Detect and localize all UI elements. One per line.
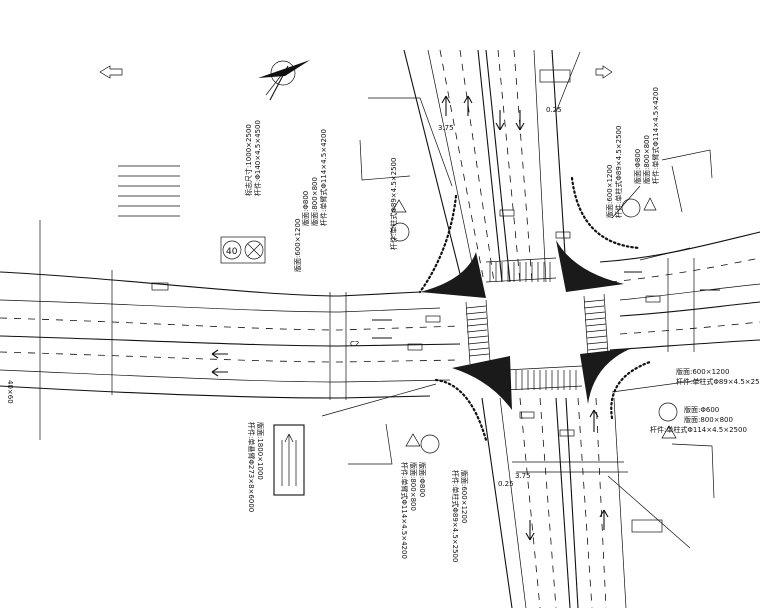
- annot-ne-line4: 版面:800×800: [642, 135, 651, 184]
- side-distance-annotation: 40×60: [6, 380, 14, 404]
- annot-n-line3: 杆件:单臂式Φ114×4.5×4200: [319, 129, 328, 226]
- side-distance-label: 40×60: [6, 380, 14, 404]
- south-lane-width-label: 3.75: [515, 472, 531, 480]
- ne-sign-annotation: 版面:600×1200 杆件:单柱式Φ89×4.5×2500: [605, 126, 623, 218]
- annot-s-line4: 版面:800×800: [409, 462, 418, 511]
- annot-n-line2: 版面:800×800: [310, 177, 319, 226]
- south-road: 3.75 0.25: [481, 397, 663, 608]
- se-sign-annotation: 版面:600×1200 杆件:单柱式Φ89×4.5×2500 版面:Φ600 版…: [650, 367, 760, 434]
- annot-se-line1: 版面:600×1200: [676, 367, 729, 376]
- annot-nw-line2: 杆件:Φ140×4.5×4500: [253, 120, 262, 196]
- overhead-guide-sign: [273, 424, 305, 496]
- speed-limit-value: 40: [226, 247, 238, 257]
- nw-sign-annotation: 标志尺寸:1000×2500 杆件:Φ140×4.5×4500: [244, 120, 262, 196]
- nw-panel-annotation: 版面:600×1200: [293, 219, 302, 272]
- intersection-core: C2: [350, 176, 661, 442]
- annot-sw-line2: 杆件:单悬臂Φ273×8×6000: [247, 422, 256, 512]
- north-road: 3.75 0.25: [403, 49, 571, 283]
- crosswalk-north: [485, 257, 557, 283]
- annot-se-line5: 杆件:单柱式Φ114×4.5×2500: [650, 425, 747, 434]
- south-edge-offset-label: 0.25: [498, 480, 514, 488]
- c2-marker: C2: [350, 340, 359, 348]
- annot-ne-line2: 杆件:单柱式Φ89×4.5×2500: [614, 126, 623, 218]
- edge-offset-label: 0.25: [546, 106, 562, 114]
- se-corner-island: [580, 348, 632, 404]
- west-road: [0, 220, 461, 440]
- sw-corner-island: [452, 356, 512, 410]
- parking-bays: [118, 165, 180, 217]
- crosswalk-west: [465, 299, 491, 365]
- ne-corner-island: [556, 240, 624, 292]
- annot-ne-line5: 杆件:单臂式Φ114×4.5×4200: [651, 87, 660, 184]
- sign-posts: [348, 139, 715, 499]
- s-sign-annotation: 版面:600×1200 杆件:单柱式Φ89×4.5×2500: [451, 470, 469, 562]
- annot-nw-line3: 版面:600×1200: [293, 219, 302, 272]
- crosswalk-south: [505, 365, 583, 391]
- annot-sw-line1: 版面:1800×1000: [256, 422, 265, 480]
- nw-post-annotation: 杆件:单柱式Φ89×4.5×2500: [389, 158, 398, 250]
- north-arrow-icon: [258, 60, 310, 101]
- annot-ne-line3: 版面:Φ800: [633, 149, 642, 184]
- annot-n-line1: 版面:Φ800: [301, 191, 310, 226]
- n-sign-annotation: 版面:Φ800 版面:800×800 杆件:单臂式Φ114×4.5×4200: [301, 129, 328, 226]
- annot-nw-line1: 标志尺寸:1000×2500: [244, 124, 253, 196]
- annot-s-line1: 版面:600×1200: [460, 470, 469, 523]
- nw-corner-island: [420, 252, 486, 298]
- leader-lines: [321, 51, 701, 549]
- right-direction-arrow-icon: [595, 65, 613, 79]
- s-sign-annotation-2: 版面:Φ800 版面:800×800 杆件:单臂式Φ114×4.5×4200: [400, 462, 427, 559]
- crosswalk-east: [583, 293, 609, 357]
- annot-se-line3: 版面:Φ600: [684, 405, 719, 414]
- annot-s-line2: 杆件:单柱式Φ89×4.5×2500: [451, 470, 460, 562]
- annot-s-line3: 版面:Φ800: [418, 462, 427, 497]
- annot-s-line5: 杆件:单臂式Φ114×4.5×4200: [400, 462, 409, 559]
- annot-se-line4: 版面:800×800: [684, 415, 733, 424]
- annot-ne-line1: 版面:600×1200: [605, 165, 614, 218]
- left-direction-arrow-icon: [99, 65, 123, 79]
- lane-width-label: 3.75: [438, 124, 454, 132]
- ne-sign-annotation-2: 版面:Φ800 版面:800×800 杆件:单臂式Φ114×4.5×4200: [633, 87, 660, 184]
- speed-limit-sign: 40: [220, 236, 266, 264]
- east-road: [599, 231, 760, 352]
- annot-nw-line4: 杆件:单柱式Φ89×4.5×2500: [389, 158, 398, 250]
- annot-se-line2: 杆件:单柱式Φ89×4.5×2500: [676, 377, 760, 386]
- sw-sign-annotation: 版面:1800×1000 杆件:单悬臂Φ273×8×6000: [247, 422, 265, 512]
